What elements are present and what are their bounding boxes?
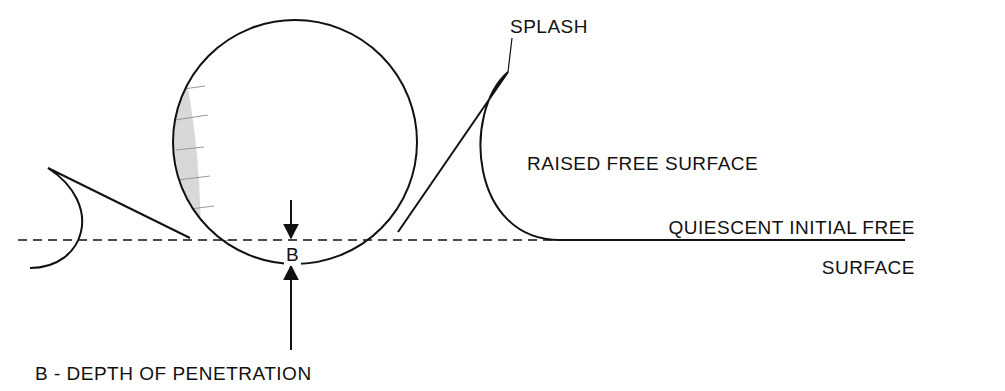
depth-symbol: B <box>284 244 301 266</box>
sphere-shading <box>160 20 240 270</box>
splash-leader <box>508 38 512 72</box>
quiescent-surface-label: QUIESCENT INITIAL FREE SURFACE <box>645 208 915 288</box>
left-splash <box>30 168 190 268</box>
depth-arrow-up <box>290 266 292 350</box>
depth-arrow-down <box>290 200 292 238</box>
right-splash <box>398 72 905 240</box>
depth-definition: B - DEPTH OF PENETRATION <box>35 363 312 385</box>
sphere <box>173 20 417 264</box>
raised-surface-label: RAISED FREE SURFACE <box>527 153 758 175</box>
splash-label: SPLASH <box>510 16 588 38</box>
